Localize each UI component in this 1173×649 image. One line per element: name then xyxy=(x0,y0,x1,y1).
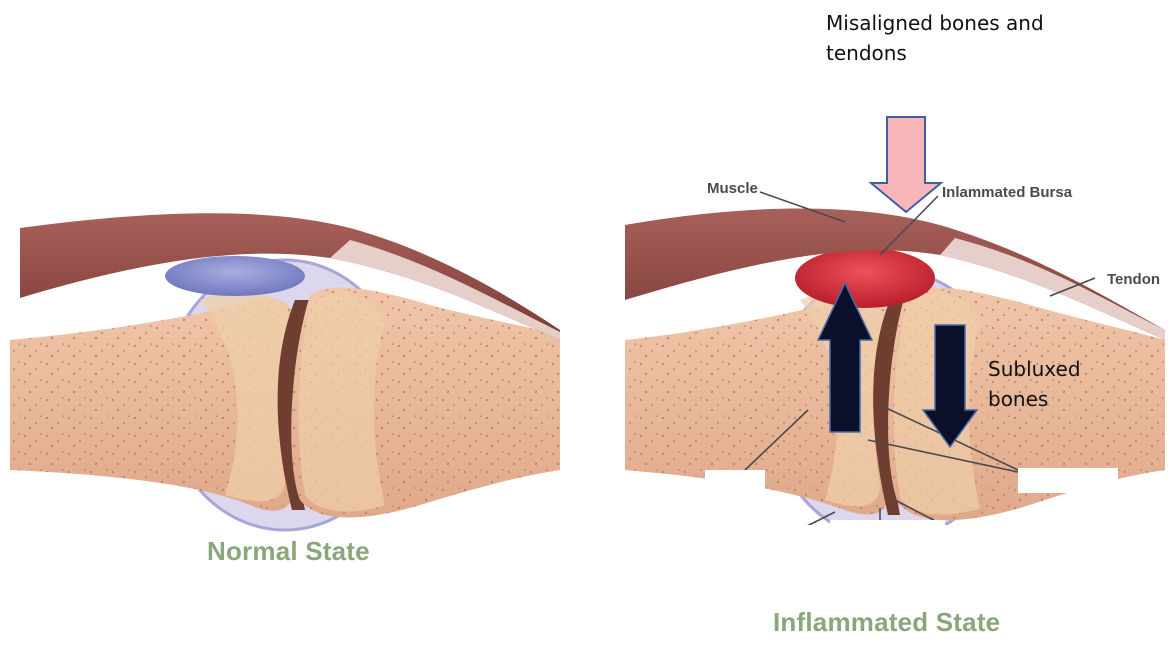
blank-box-2 xyxy=(1018,468,1118,493)
subluxed-callout: Subluxed bones xyxy=(988,354,1098,414)
blank-box-1 xyxy=(705,470,765,500)
blank-box-4 xyxy=(830,520,945,600)
misalignment-arrow-icon xyxy=(871,117,941,212)
inflammated-state-caption: Inflammated State xyxy=(773,607,1000,638)
blank-box-5 xyxy=(945,525,1100,555)
blank-box-3 xyxy=(680,525,830,555)
normal-bursa xyxy=(165,256,305,296)
inflamed-bursa xyxy=(795,248,935,308)
muscle-label: Muscle xyxy=(707,180,758,197)
bursa-label: Inlammated Bursa xyxy=(942,184,1072,201)
misaligned-callout: Misaligned bones and tendons xyxy=(826,8,1096,68)
normal-state-caption: Normal State xyxy=(207,536,370,567)
normal-joint xyxy=(10,213,560,530)
tendon-label: Tendon xyxy=(1107,271,1160,288)
